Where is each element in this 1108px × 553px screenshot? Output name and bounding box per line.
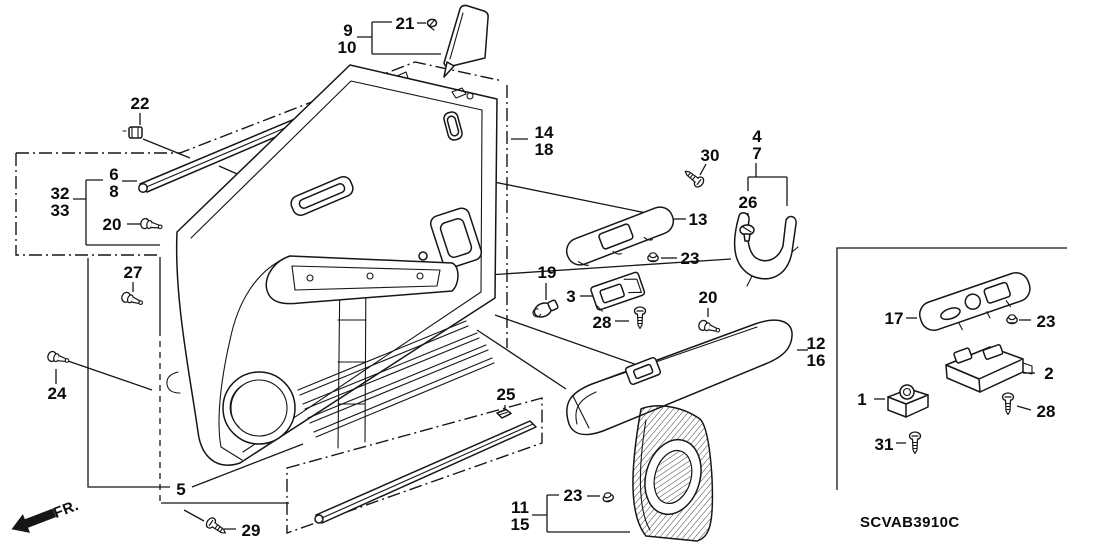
part-door-lining-panel	[166, 64, 498, 466]
pin-20-left-icon	[139, 217, 164, 233]
grommet-23-c-icon	[1006, 314, 1018, 325]
callout-19: 19	[538, 263, 557, 282]
callout-23-a: 23	[681, 249, 700, 268]
grab-slot	[290, 176, 354, 216]
pin-20-right-icon	[696, 318, 722, 337]
bracket-32-33	[73, 179, 160, 246]
callout-23-c: 23	[1037, 312, 1056, 331]
callout-4: 4	[752, 127, 762, 146]
callout-5: 5	[176, 480, 185, 499]
diagram-code: SCVAB3910C	[860, 514, 960, 531]
callout-11: 11	[511, 498, 529, 517]
part-pull-pocket	[733, 212, 799, 287]
callout-3: 3	[566, 287, 575, 306]
leader-to-armrest-bracket	[494, 314, 641, 367]
leader-29	[183, 509, 236, 530]
callout-24: 24	[48, 384, 67, 403]
callout-13: 13	[689, 210, 708, 229]
part-speaker-lid	[632, 405, 714, 542]
callout-12: 12	[807, 334, 826, 353]
callout-7: 7	[752, 144, 761, 163]
callout-25: 25	[497, 385, 516, 404]
screw-29-icon	[203, 515, 230, 539]
callout-32: 32	[51, 184, 70, 203]
left-dashdot-boundary	[16, 61, 504, 154]
fr-label: FR.	[51, 497, 81, 522]
callout-16: 16	[807, 351, 826, 370]
callout-6: 6	[109, 165, 118, 184]
callout-29: 29	[242, 521, 261, 540]
callout-22: 22	[131, 94, 150, 113]
bracket-4-7	[747, 163, 788, 206]
part-corner-garnish	[443, 4, 489, 78]
callout-20-left: 20	[103, 215, 122, 234]
leader-30	[699, 163, 707, 176]
callout-28-b: 28	[1037, 402, 1056, 421]
callout-20-right: 20	[699, 288, 718, 307]
leader-28-b	[1016, 405, 1032, 411]
screw-28-b-icon	[1001, 392, 1015, 416]
callout-10: 10	[338, 38, 357, 57]
callout-17: 17	[885, 309, 904, 328]
callout-27: 27	[124, 263, 143, 282]
screw-31-icon	[908, 431, 922, 455]
callout-33: 33	[51, 201, 70, 220]
frame-part5	[87, 258, 304, 488]
callout-9: 9	[343, 21, 352, 40]
clip-25-icon	[496, 408, 512, 419]
leader-to-armrest-end	[476, 329, 567, 390]
callout-21: 21	[396, 14, 415, 33]
boundary-lines	[15, 61, 1067, 534]
clip-27-icon	[119, 290, 145, 309]
grommet-23-a-icon	[647, 252, 659, 263]
part-bulb-19	[532, 299, 559, 318]
callout-23-b: 23	[564, 486, 583, 505]
callout-8: 8	[109, 182, 118, 201]
part-switch-garnish-17	[918, 272, 1031, 332]
callout-labels: 9 10 21 22 14 18 32 33 6 8 20 27 24 30 4…	[48, 14, 1056, 540]
leader-24	[55, 360, 153, 391]
door-pull-bezel	[429, 207, 483, 269]
bracket-11-15	[532, 494, 630, 533]
clip-22-icon	[122, 126, 143, 139]
callout-1: 1	[857, 390, 866, 409]
part-mirror-switch-1	[887, 384, 929, 418]
part-lower-weatherstrip	[314, 420, 537, 524]
bracket-9-10	[357, 21, 441, 55]
screw-28-a-icon	[633, 306, 647, 330]
clip-24-icon	[45, 349, 71, 367]
callout-2: 2	[1044, 364, 1053, 383]
bottom-strip-dashdot-frame	[286, 397, 543, 534]
callout-31: 31	[875, 435, 894, 454]
right-inset-bracket	[836, 247, 1067, 490]
callout-15: 15	[511, 515, 530, 534]
part-window-switch-2	[945, 344, 1033, 393]
clip-26-icon	[739, 224, 755, 242]
callout-18: 18	[535, 140, 554, 159]
leader-to-pocket	[487, 258, 732, 276]
fr-direction-arrow: FR.	[11, 497, 81, 533]
grommet-23-b-icon	[601, 490, 615, 504]
part-switch-3	[590, 271, 646, 312]
part-switch-garnish-13	[565, 206, 675, 266]
callout-28-a: 28	[593, 313, 612, 332]
clip-21-icon	[426, 18, 438, 31]
left-dashdot-frame	[15, 153, 160, 256]
artwork	[45, 4, 1033, 542]
leader-22	[139, 113, 191, 159]
upper-hole	[443, 111, 463, 141]
callout-30: 30	[701, 146, 720, 165]
callout-14: 14	[535, 123, 554, 142]
callout-26: 26	[739, 193, 758, 212]
part-armrest	[566, 319, 793, 436]
